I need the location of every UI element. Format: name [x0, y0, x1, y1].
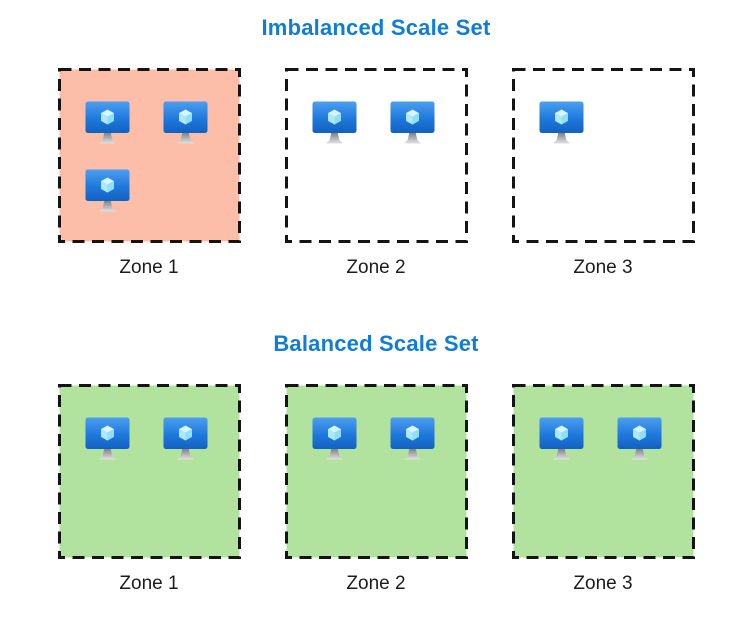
- vm-grid: [312, 417, 438, 464]
- vm-icon: [85, 417, 130, 464]
- zone-box: [284, 68, 468, 243]
- vm-icon: [539, 417, 584, 464]
- vm-icon: [390, 101, 435, 148]
- zone-dashed-border: [57, 68, 241, 243]
- zone: Zone 3: [511, 384, 695, 595]
- zone-dashed-border: [511, 68, 695, 243]
- vm-icon: [312, 417, 357, 464]
- zone: Zone 1: [57, 68, 241, 279]
- imbalanced-zones-row: Zone 1: [0, 68, 752, 279]
- zone-dashed-border: [57, 384, 241, 559]
- zone-dashed-border: [511, 384, 695, 559]
- vm-icon: [163, 101, 208, 148]
- vm-grid: [312, 101, 438, 148]
- imbalanced-section-title: Imbalanced Scale Set: [261, 15, 491, 40]
- zone: Zone 2: [284, 384, 468, 595]
- vm-icon: [312, 101, 357, 148]
- zone-label: Zone 3: [573, 573, 633, 594]
- zone: Zone 1: [57, 384, 241, 595]
- imbalanced-scale-set-section: Imbalanced Scale Set: [0, 0, 752, 279]
- vm-icon: [390, 417, 435, 464]
- balanced-scale-set-section: Balanced Scale Set: [0, 279, 752, 595]
- vm-icon: [163, 417, 208, 464]
- balanced-zones-row: Zone 1: [0, 384, 752, 595]
- vm-grid: [85, 417, 211, 464]
- zone-label: Zone 2: [346, 573, 406, 594]
- zone-dashed-border: [284, 384, 468, 559]
- vm-grid: [85, 101, 211, 216]
- zone-box: [284, 384, 468, 559]
- zone-box: [57, 384, 241, 559]
- zone-label: Zone 2: [346, 257, 406, 278]
- vm-icon: [85, 169, 130, 216]
- vm-grid: [539, 417, 665, 464]
- zone-label: Zone 1: [119, 573, 179, 594]
- zone: Zone 3: [511, 68, 695, 279]
- zone-label: Zone 1: [119, 257, 179, 278]
- vm-grid: [539, 101, 665, 148]
- zone-box: [57, 68, 241, 243]
- zone: Zone 2: [284, 68, 468, 279]
- zone-box: [511, 68, 695, 243]
- zone-dashed-border: [284, 68, 468, 243]
- balanced-section-title: Balanced Scale Set: [273, 331, 479, 356]
- zone-label: Zone 3: [573, 257, 633, 278]
- zone-box: [511, 384, 695, 559]
- vm-icon: [617, 417, 662, 464]
- vm-icon: [85, 101, 130, 148]
- vm-icon: [539, 101, 584, 148]
